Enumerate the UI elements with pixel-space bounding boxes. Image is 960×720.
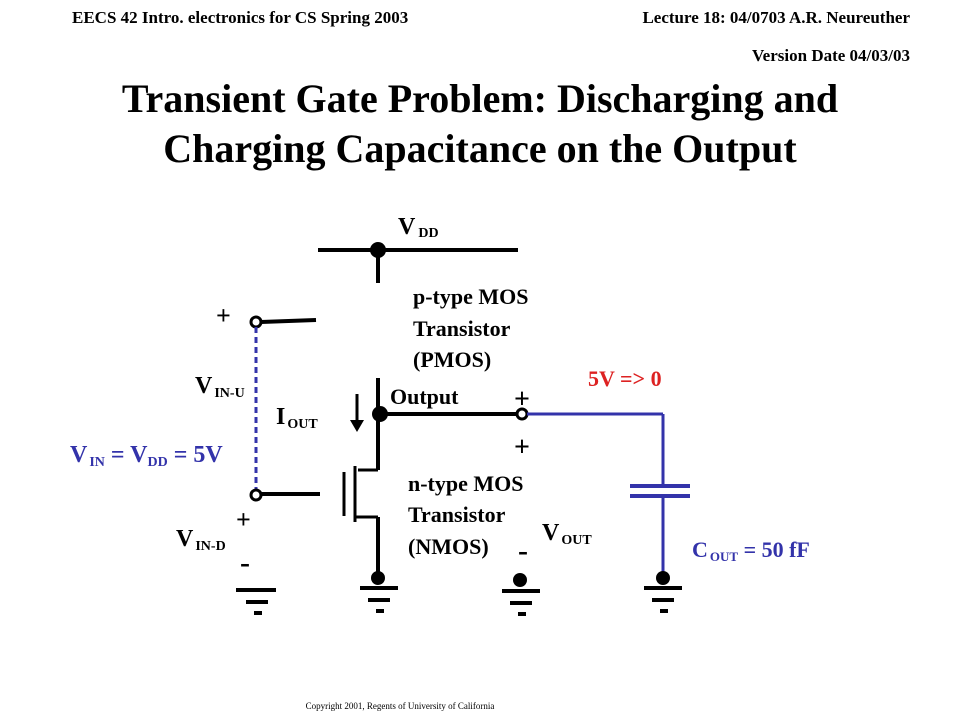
vout-plus-top: + bbox=[514, 384, 530, 415]
pmos-label-1: p-type MOS bbox=[413, 284, 529, 309]
header-lecture: Lecture 18: 04/0703 A.R. Neureuther bbox=[642, 8, 910, 27]
ground-cap-icon bbox=[644, 571, 682, 613]
pmos-label-3: (PMOS) bbox=[413, 347, 491, 372]
pmos-label-2: Transistor bbox=[413, 316, 511, 341]
vout-plus: + bbox=[514, 432, 530, 463]
ground-vin-icon bbox=[236, 588, 276, 615]
ground-nmos-icon bbox=[360, 571, 398, 613]
copyright-notice: Copyright 2001, Regents of University of… bbox=[305, 701, 495, 711]
iout-arrow-icon bbox=[350, 420, 364, 432]
vin-u-wire bbox=[260, 318, 317, 324]
vin-d-plus: + bbox=[236, 505, 251, 534]
nmos-label-2: Transistor bbox=[408, 502, 506, 527]
nmos-label-1: n-type MOS bbox=[408, 471, 524, 496]
vin-u-terminal bbox=[249, 315, 263, 329]
vin-d-terminal bbox=[249, 488, 263, 502]
vin-u-plus: + bbox=[216, 301, 231, 330]
title-line-2: Charging Capacitance on the Output bbox=[163, 126, 797, 171]
vin-d-minus: - bbox=[240, 546, 250, 579]
vout-minus: - bbox=[518, 534, 528, 567]
ground-vout-icon bbox=[502, 573, 540, 616]
title-line-1: Transient Gate Problem: Discharging and bbox=[121, 76, 839, 121]
transition-label: 5V => 0 bbox=[588, 366, 662, 391]
page-title: Transient Gate Problem: Discharging and … bbox=[0, 74, 960, 174]
nmos-label-3: (NMOS) bbox=[408, 534, 489, 559]
output-label: Output bbox=[390, 384, 459, 409]
header-course: EECS 42 Intro. electronics for CS Spring… bbox=[72, 8, 409, 27]
header-version: Version Date 04/03/03 bbox=[751, 46, 910, 65]
